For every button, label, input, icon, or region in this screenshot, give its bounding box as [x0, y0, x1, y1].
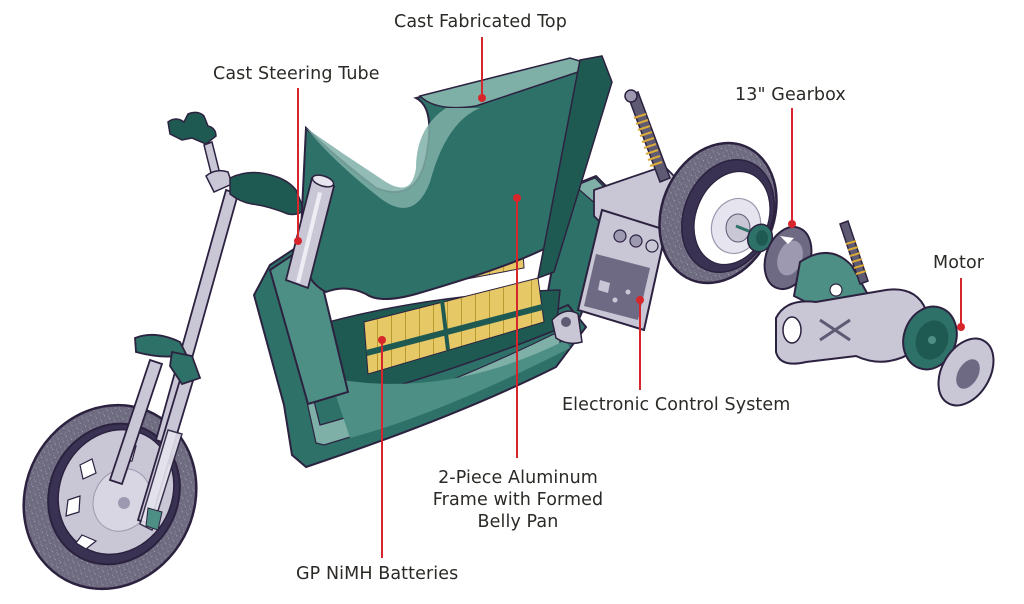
leader-dot-aluminum-frame [513, 194, 521, 202]
label-batteries: GP NiMH Batteries [296, 564, 459, 584]
label-aluminum-frame-line-1: 2-Piece Aluminum [438, 468, 598, 488]
shock-spring [633, 112, 663, 168]
leader-dot-motor [957, 323, 965, 331]
label-aluminum-frame-line-3: Belly Pan [477, 512, 559, 532]
label-aluminum-frame: 2-Piece Aluminum Frame with Formed Belly… [418, 467, 618, 533]
cast-fabricated-top [298, 55, 613, 300]
label-cast-fabricated-top: Cast Fabricated Top [394, 12, 567, 32]
leader-dot-cast-fabricated-top [478, 94, 486, 102]
label-gearbox: 13" Gearbox [735, 85, 846, 105]
front-fork [108, 141, 240, 532]
label-motor: Motor [933, 253, 985, 273]
leader-dot-gearbox [788, 220, 796, 228]
rear-wheel [658, 141, 778, 285]
label-aluminum-frame-line-2: Frame with Formed [432, 490, 604, 510]
label-electronic-control-system: Electronic Control System [562, 395, 791, 415]
battery-pack-lower [363, 277, 545, 375]
leader-dot-batteries [378, 336, 386, 344]
leader-dot-electronic-control-system [636, 296, 644, 304]
front-wheel [22, 403, 198, 591]
leader-lines [294, 37, 965, 558]
aluminum-frame [252, 174, 628, 469]
cast-steering-tube [284, 174, 336, 290]
leader-dot-cast-steering-tube [294, 237, 302, 245]
handlebars [167, 111, 305, 216]
label-cast-steering-tube: Cast Steering Tube [213, 64, 380, 84]
motor-assembly [775, 220, 995, 407]
